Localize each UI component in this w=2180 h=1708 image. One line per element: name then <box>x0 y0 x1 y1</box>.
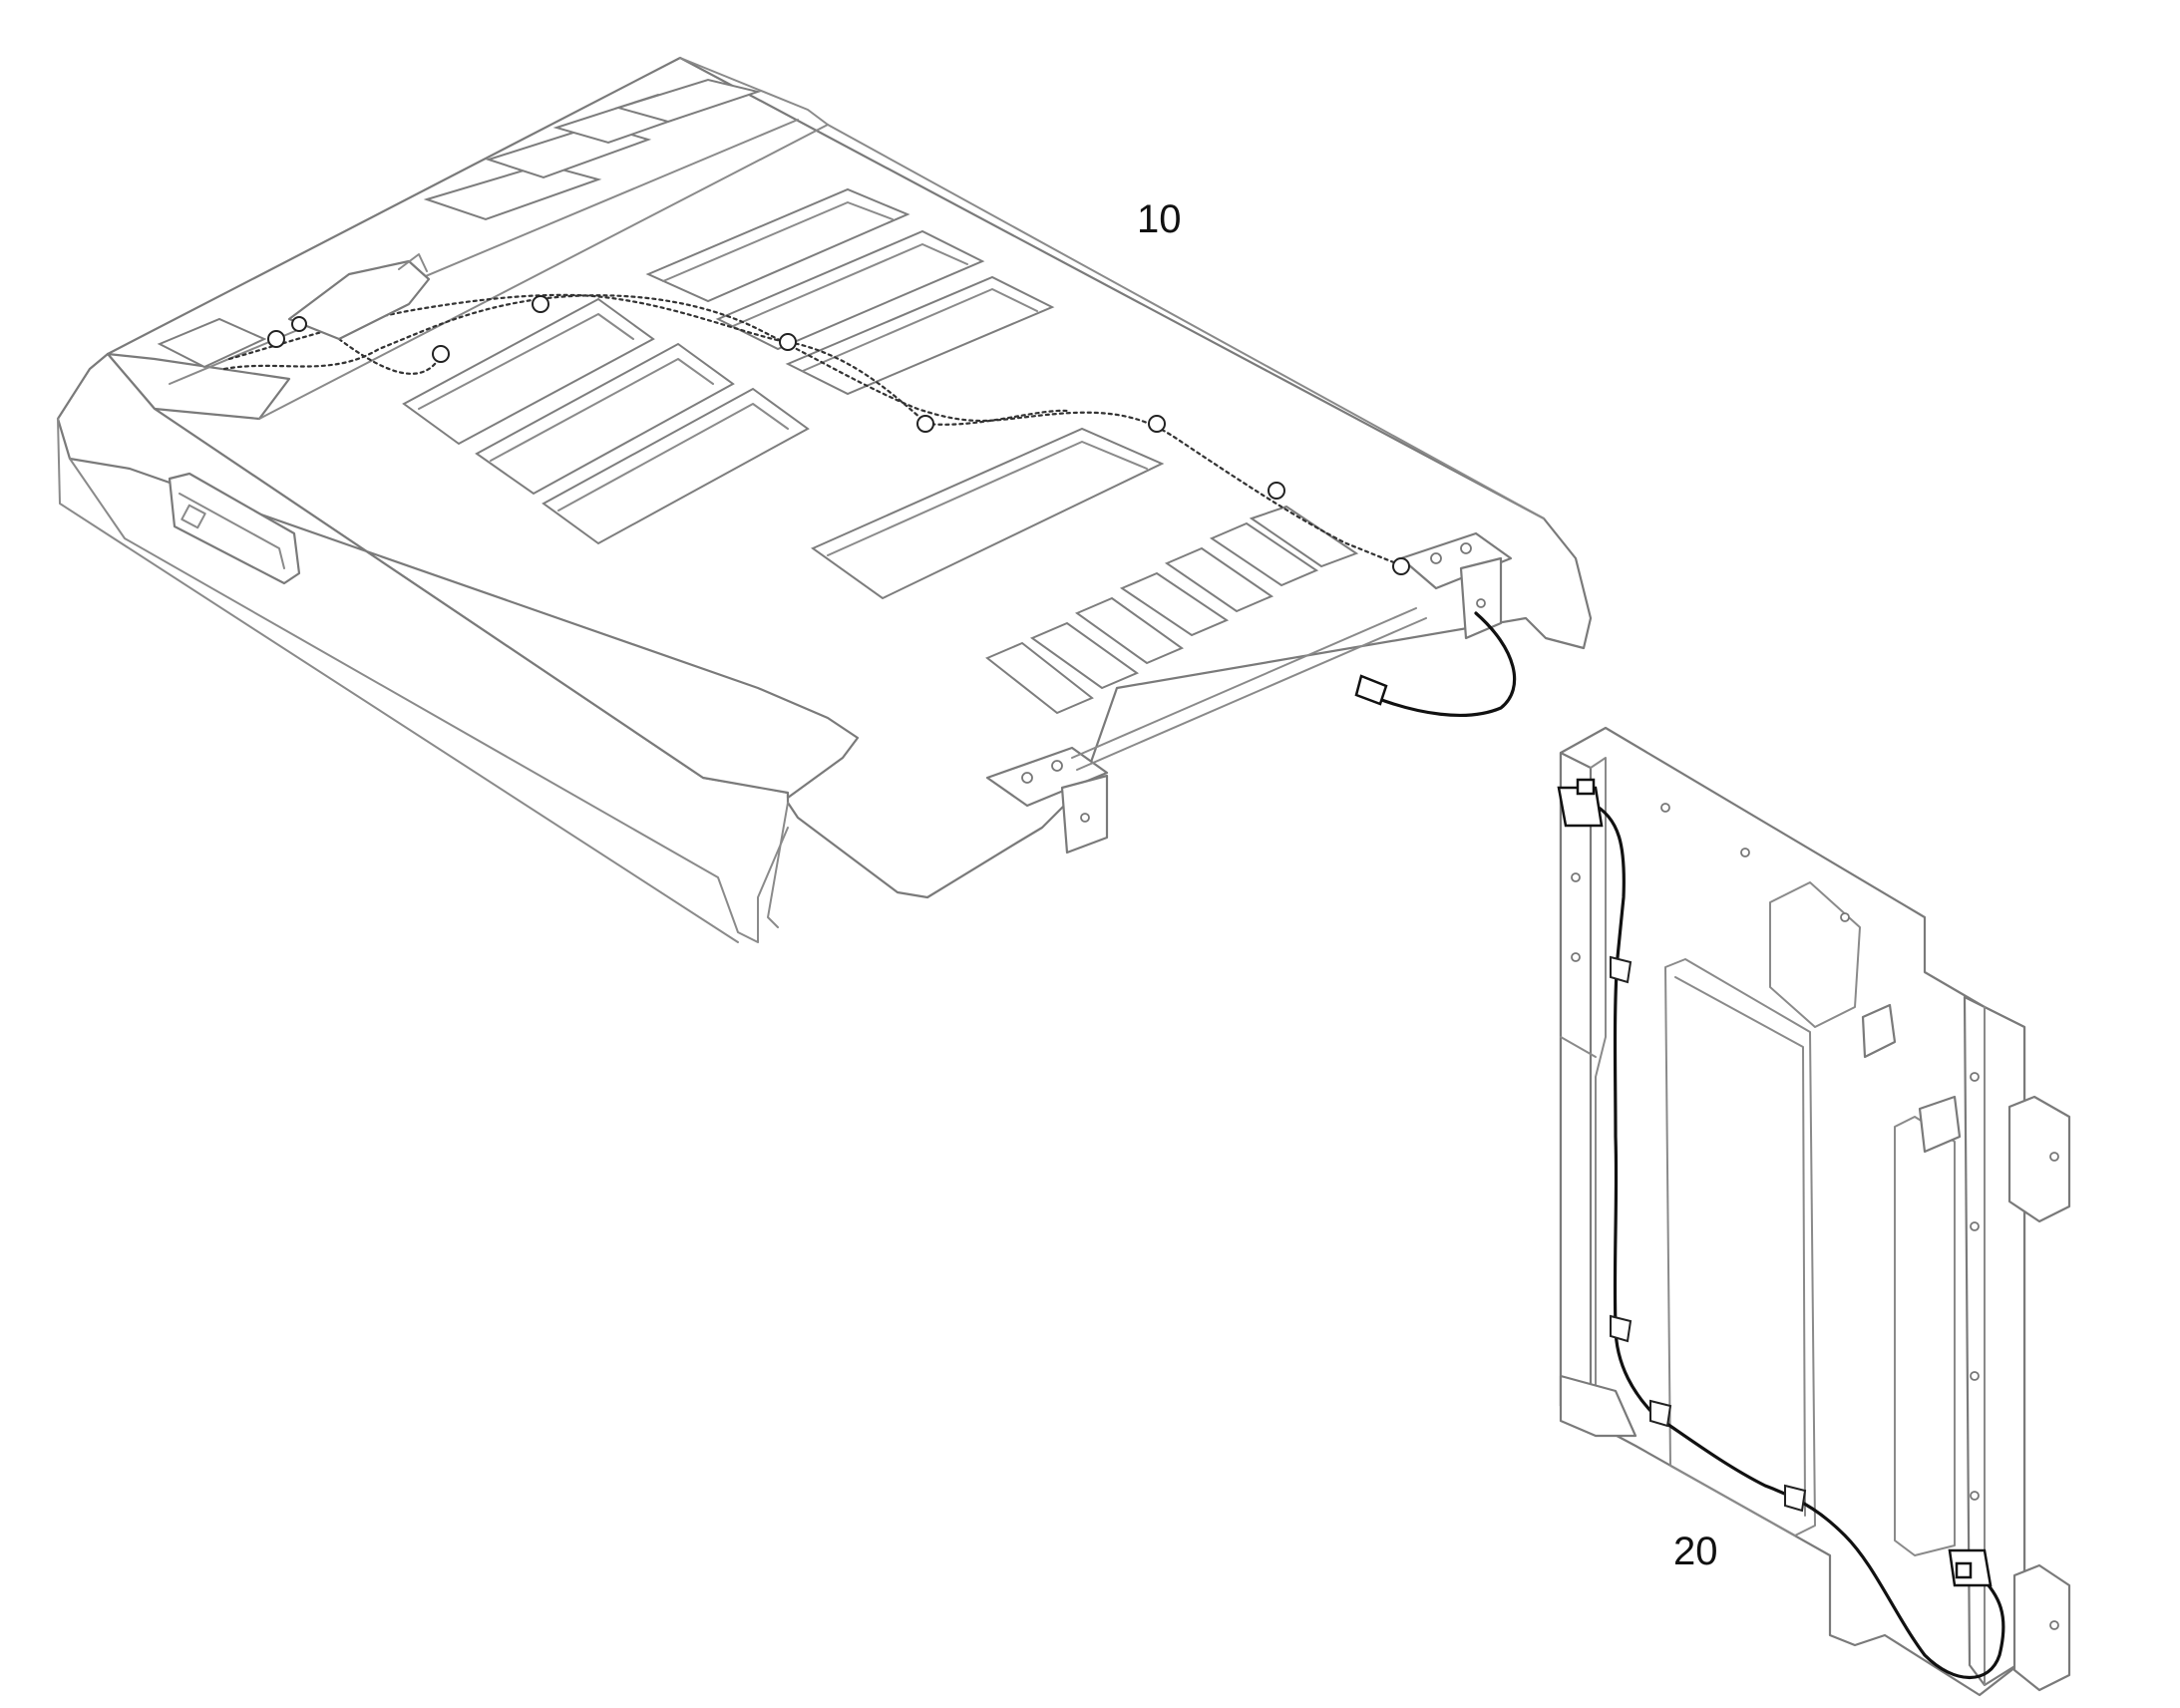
roof-top-surface <box>106 56 1593 899</box>
frame-bracket-upper <box>2007 1095 2071 1223</box>
rear-hinge-right <box>1399 531 1513 640</box>
rear-vents <box>985 505 1359 715</box>
roof-side-skirt <box>56 352 860 800</box>
roof-panel <box>56 56 1593 943</box>
side-handle <box>168 472 301 585</box>
frame-wire-harness <box>1557 778 2005 1679</box>
callout-part-10: 10 <box>1137 197 1182 241</box>
rear-frame-panel <box>1557 726 2071 1697</box>
front-vents <box>157 78 762 369</box>
roof-wire-exit <box>1354 611 1517 718</box>
left-vents <box>402 297 810 545</box>
right-vents <box>645 187 1165 600</box>
frame-bracket-lower <box>2012 1563 2071 1692</box>
roof-antenna <box>287 259 431 341</box>
callout-part-20: 20 <box>1673 1530 1718 1573</box>
frame-window <box>1664 958 1816 1537</box>
rear-hinge-left <box>985 746 1109 854</box>
frame-left-upright <box>1559 751 1593 1418</box>
roof-wire-connector <box>1354 674 1388 706</box>
roof-wire-harness <box>222 253 1410 575</box>
